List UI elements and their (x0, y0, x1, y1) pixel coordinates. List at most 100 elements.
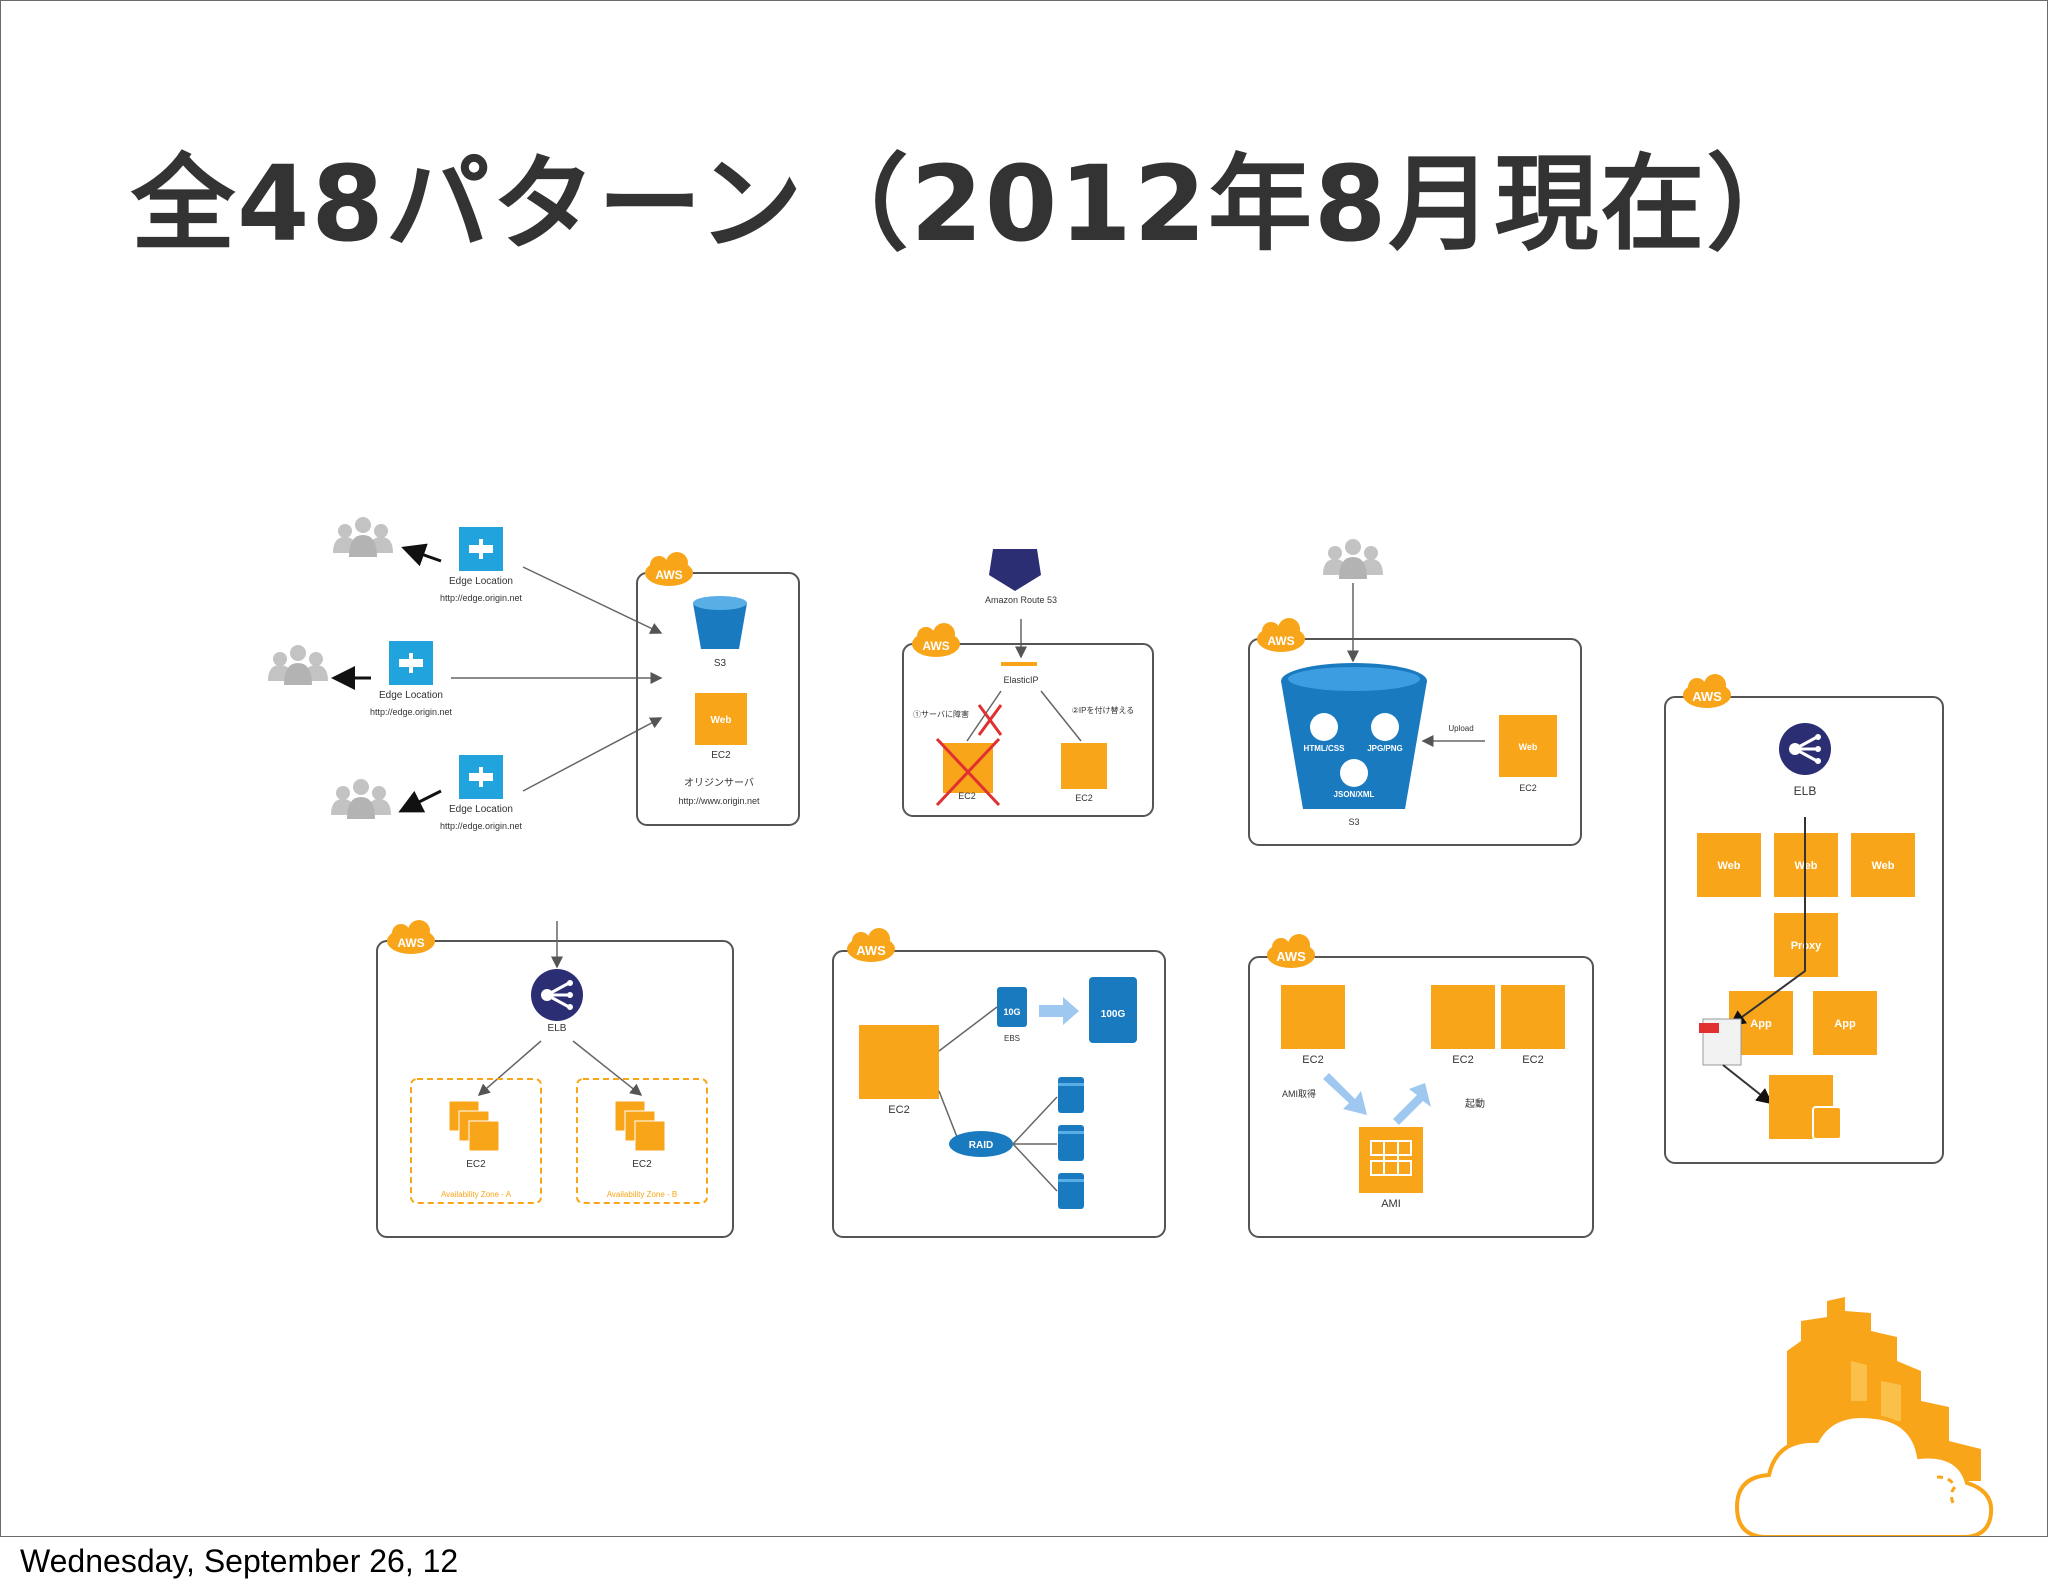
edge-url: http://edge.origin.net (440, 821, 523, 831)
pattern-raid-storage: AWS EC2 10G EBS 100G RAID (832, 928, 1166, 1238)
ec2-label: EC2 (466, 1159, 486, 1170)
raid-node-icon (949, 1131, 1013, 1157)
ebs-volume-icon (997, 987, 1027, 1027)
web-server-icon (695, 693, 747, 745)
aws-region-frame (1664, 696, 1944, 1164)
db-volume-icon (1812, 1106, 1842, 1140)
ebs-volume-icon (1058, 1077, 1084, 1113)
aws-region-frame (636, 572, 800, 826)
s3-label: S3 (1348, 817, 1359, 827)
users-icon (331, 779, 391, 819)
pattern-ami-scale-out: AWS EC2 EC2 EC2 AMI取得 起動 AMI (1248, 934, 1594, 1238)
availability-zone-b (576, 1078, 708, 1204)
ebs-volume-icon (1058, 1125, 1084, 1161)
eip-label: ElasticIP (1003, 675, 1038, 685)
app-label: App (1834, 1018, 1856, 1030)
aws-region-frame (1248, 956, 1594, 1238)
architecture-patterns-collage: Edge Location http://edge.origin.net Edg… (1, 1, 2047, 1540)
ec2-instance-icon (1501, 985, 1565, 1049)
aws-label: AWS (1267, 634, 1294, 648)
aws-label: AWS (1276, 949, 1306, 964)
edge-label: Edge Location (449, 804, 513, 815)
edge-label: Edge Location (449, 576, 513, 587)
elb-icon (529, 967, 585, 1023)
ec2-label: EC2 (711, 750, 731, 761)
arrow-up-right-icon (1393, 1083, 1431, 1125)
upload-label: Upload (1448, 724, 1473, 733)
standby-ec2-icon (1061, 743, 1107, 789)
users-icon (1323, 539, 1383, 579)
content-type-label: HTML/CSS (1304, 744, 1346, 753)
availability-zone-a (410, 1078, 542, 1204)
resize-arrow-icon (1039, 997, 1079, 1025)
content-type-label: JSON/XML (1334, 790, 1375, 799)
az-b-label: Availability Zone - B (607, 1190, 678, 1199)
pattern-multi-tier: AWS ELB Web Web Web Proxy App App (1664, 674, 1944, 1164)
volume-size-10g: 10G (1003, 1007, 1020, 1017)
proxy-label: Proxy (1791, 940, 1822, 952)
aws-region-frame (902, 643, 1154, 817)
s3-bucket-icon (1281, 681, 1427, 809)
aws-region-frame (376, 940, 734, 1238)
app-server-icon (1813, 991, 1877, 1055)
raid-label: RAID (969, 1140, 993, 1151)
route53-label: Amazon Route 53 (985, 595, 1057, 605)
web-label: Web (1717, 860, 1740, 872)
az-a-label: Availability Zone - A (441, 1190, 512, 1199)
edge-url: http://edge.origin.net (370, 707, 453, 717)
elb-label: ELB (1794, 784, 1817, 798)
ami-capture-label: AMI取得 (1282, 1088, 1316, 1099)
origin-url: http://www.origin.net (678, 796, 760, 806)
pattern-multi-az: AWS ELB EC2 EC2 (376, 920, 734, 1238)
failed-ec2-icon (943, 743, 993, 793)
route53-shield-icon (989, 549, 1041, 591)
web-server-icon (1851, 833, 1915, 897)
content-type-label: JPG/PNG (1367, 744, 1403, 753)
edge-location-icon (459, 755, 503, 799)
ec2-instances-icon (614, 1100, 666, 1152)
aws-label: AWS (1692, 689, 1722, 704)
ebs-label: EBS (1004, 1034, 1020, 1043)
aws-region-frame (832, 950, 1166, 1238)
app-label: App (1750, 1018, 1772, 1030)
ec2-label: EC2 (1075, 793, 1093, 803)
failure-cross-icon (935, 737, 1001, 807)
web-label: Web (1794, 860, 1817, 872)
web-label: Web (711, 715, 732, 726)
s3-bucket-icon (693, 603, 747, 649)
aws-label: AWS (655, 568, 682, 582)
switch-note: ②IPを付け替える (1072, 705, 1135, 715)
users-icon (333, 517, 393, 557)
pattern-cloudfront: Edge Location http://edge.origin.net Edg… (268, 517, 800, 831)
slide-title: 全48パターン（2012年8月現在） (131, 143, 1813, 265)
ec2-instance-icon (859, 1025, 939, 1099)
launch-label: 起動 (1465, 1097, 1485, 1110)
edge-location-icon (389, 641, 433, 685)
ec2-label: EC2 (888, 1104, 909, 1116)
failure-note: ①サーバに障害 (913, 709, 969, 719)
aws-label: AWS (397, 936, 424, 950)
elb-label: ELB (548, 1023, 567, 1034)
ebs-volume-large-icon (1089, 977, 1137, 1043)
origin-server-label: オリジンサーバ (684, 777, 754, 789)
ebs-volume-icon (1058, 1173, 1084, 1209)
web-label: Web (1519, 742, 1538, 752)
volume-size-100g: 100G (1101, 1009, 1126, 1020)
ec2-instance-icon (1281, 985, 1345, 1049)
elb-icon (1777, 721, 1833, 777)
ec2-instances-icon (448, 1100, 500, 1152)
web-server-icon (1697, 833, 1761, 897)
edge-url: http://edge.origin.net (440, 593, 523, 603)
edge-location-icon (459, 527, 503, 571)
ec2-label: EC2 (1519, 783, 1537, 793)
aws-label: AWS (922, 639, 949, 653)
s3-label: S3 (714, 658, 727, 669)
ec2-label: EC2 (1452, 1054, 1473, 1066)
ec2-label: EC2 (1522, 1054, 1543, 1066)
ec2-instance-icon (1431, 985, 1495, 1049)
pattern-web-storage: AWS HTML/CSS JPG/PNG JSON/XML S3 Upload … (1248, 539, 1582, 846)
footer-date: Wednesday, September 26, 12 (20, 1543, 459, 1579)
aws-label: AWS (856, 943, 886, 958)
arrow-down-right-icon (1323, 1073, 1367, 1115)
ami-label: AMI (1381, 1198, 1401, 1210)
